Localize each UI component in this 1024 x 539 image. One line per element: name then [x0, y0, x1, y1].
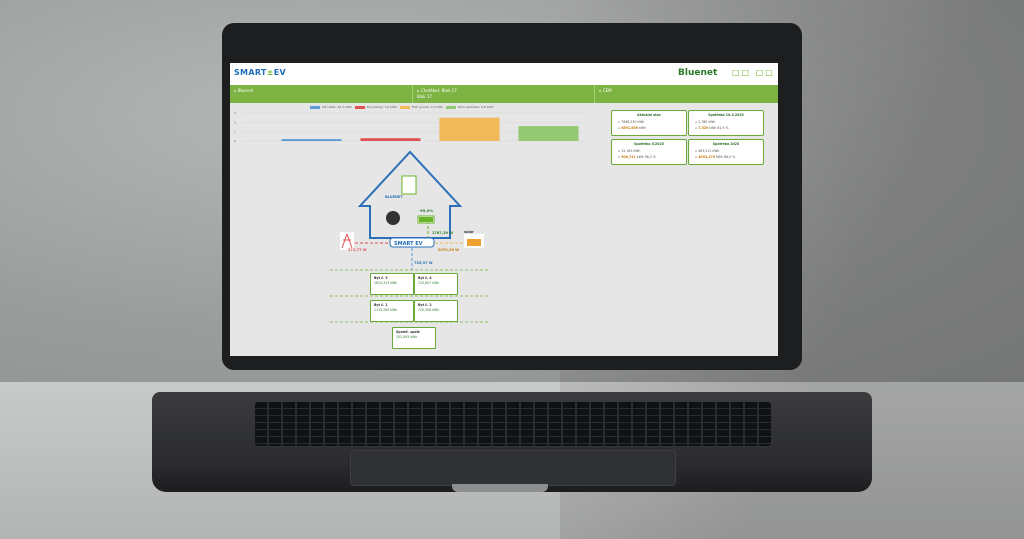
plus-icon: ±	[266, 68, 274, 77]
header-icons[interactable]: □□ □□	[732, 68, 775, 77]
grid-tower-icon	[341, 233, 353, 249]
app-header: SMART±EV Bluenet □□ □□	[230, 63, 778, 86]
svg-text:2070,26 W: 2070,26 W	[438, 248, 459, 252]
stat-card-current: Aktuální stav ▫ 7698,230 kWh ▫ 6591,656 …	[611, 110, 687, 136]
stat-card-year: Spotřeba 2025 ▫ 463,511 kWh ▫ 4054,170 k…	[688, 139, 764, 165]
smartev-logo[interactable]: SMART±EV	[234, 68, 286, 77]
house-outline	[357, 150, 463, 239]
grid-icon: ▫	[695, 120, 699, 124]
brand-name: Bluenet	[678, 68, 718, 78]
solar-icon: ▫	[695, 126, 699, 130]
svg-text:735,57 W: 735,57 W	[414, 261, 433, 265]
bar-1[interactable]	[360, 138, 421, 141]
center-smartev-logo	[389, 237, 435, 248]
tab-cem[interactable]: ⌂ ČEM	[599, 88, 612, 93]
energy-bar-chart: 3 2 1 0	[234, 111, 588, 143]
y-tick-label: 0	[234, 139, 236, 143]
lid-notch	[452, 484, 548, 492]
home-icon: ⌂	[417, 88, 421, 93]
grid-tower-bg	[340, 232, 354, 250]
bar-3[interactable]	[518, 126, 579, 141]
svg-text:BLUENET: BLUENET	[385, 195, 403, 199]
battery-level	[419, 217, 433, 222]
legend-swatch	[354, 105, 365, 109]
grid-icon: ▫	[618, 149, 622, 153]
node-common[interactable]: Společ. spotř.102,593 kWh	[392, 327, 436, 349]
trackpad[interactable]	[350, 450, 676, 486]
bar-0[interactable]	[281, 139, 342, 141]
chart-legend: Síť odběr: 22,7 kWh Síť přetoky: 7,0 kWh…	[310, 105, 494, 109]
grid-icon: ▫	[695, 149, 699, 153]
solar-icon: ▫	[695, 155, 699, 159]
y-tick-label: 1	[234, 130, 236, 134]
energy-flow-diagram: BLUENET 99,0% solar SMART EV 372,77 W 17…	[330, 150, 490, 323]
svg-text:1767,29 W: 1767,29 W	[432, 231, 453, 235]
legend-swatch	[445, 105, 456, 109]
ev-charger-icon	[386, 211, 400, 225]
svg-text:SMART EV: SMART EV	[394, 241, 423, 247]
legend-swatch	[310, 105, 320, 109]
y-tick-label: 3	[234, 111, 236, 115]
tab-bluenet[interactable]: ⌂ Bluenet	[230, 85, 413, 103]
home-icon: ⌂	[599, 88, 603, 93]
bar-2[interactable]	[439, 117, 500, 141]
svg-text:99,0%: 99,0%	[420, 208, 433, 213]
plant-icon	[401, 175, 417, 195]
solar-icon: ▫	[618, 155, 622, 159]
solar-panel-icon	[467, 239, 481, 246]
legend-swatch	[399, 105, 410, 109]
stat-card-month: Spotřeba 3/2025 ▫ 12,165 kWh ▫ 906,741 k…	[611, 139, 687, 165]
svg-text:solar: solar	[464, 230, 474, 234]
grid-icon: ▫	[618, 120, 622, 124]
solar-icon: ▫	[618, 126, 622, 130]
stat-card-day: Spotřeba 10.3.2025 ▫ 2,780 kWh ▫ 7,329 k…	[688, 110, 764, 136]
home-icon: ⌂	[234, 88, 238, 93]
laptop-screen: SMART±EV Bluenet □□ □□ ⌂ Bluenet ⌂ Chotě…	[230, 63, 778, 356]
y-tick-label: 2	[234, 120, 236, 124]
keyboard-rows	[255, 402, 771, 446]
svg-text:372,77 W: 372,77 W	[348, 248, 367, 252]
